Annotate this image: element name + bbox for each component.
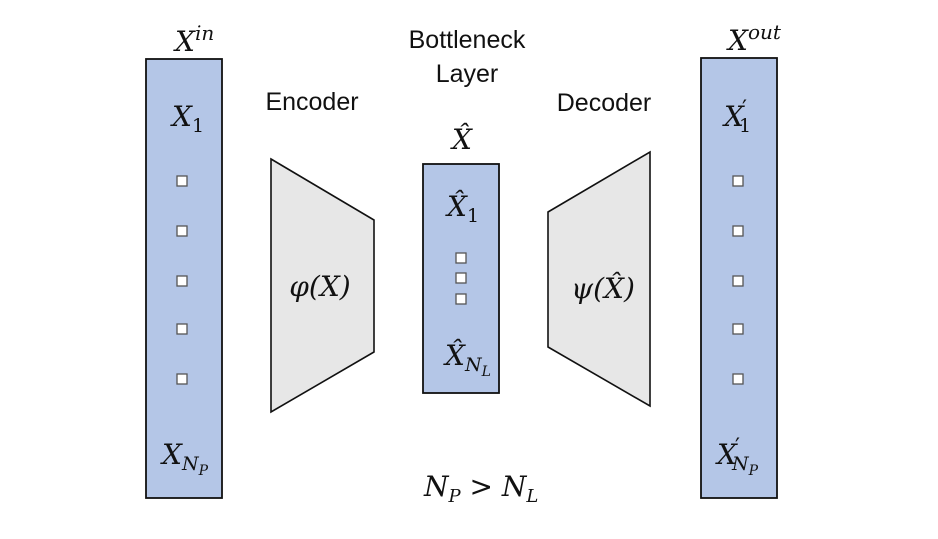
- output-first-element: X′1: [722, 97, 751, 137]
- bottleneck-ellipsis-dots: [455, 252, 467, 305]
- dimension-relation: NP > NL: [423, 470, 538, 507]
- encoder-trapezoid: [270, 157, 375, 414]
- input-last-element: XNP: [160, 438, 209, 479]
- output-vector-title: Xout: [726, 20, 782, 57]
- bottleneck-title: X̂: [450, 123, 473, 156]
- encoder-function: φ(X): [289, 270, 350, 303]
- bottleneck-last-element: X̂NL: [443, 339, 491, 380]
- bottleneck-label-line1: Bottleneck: [409, 26, 526, 54]
- decoder-trapezoid: [547, 150, 651, 408]
- input-first-element: X1: [170, 100, 204, 137]
- input-vector-title: Xin: [173, 21, 214, 58]
- bottleneck-first-element: X̂1: [445, 190, 479, 227]
- output-ellipsis-dots: [732, 175, 744, 385]
- decoder-label: Decoder: [557, 89, 652, 117]
- input-ellipsis-dots: [176, 175, 188, 385]
- output-last-element: X′NP: [715, 435, 759, 479]
- bottleneck-label-line2: Layer: [436, 60, 499, 88]
- decoder-function: ψ(X̂): [571, 272, 635, 305]
- encoder-label: Encoder: [265, 88, 358, 116]
